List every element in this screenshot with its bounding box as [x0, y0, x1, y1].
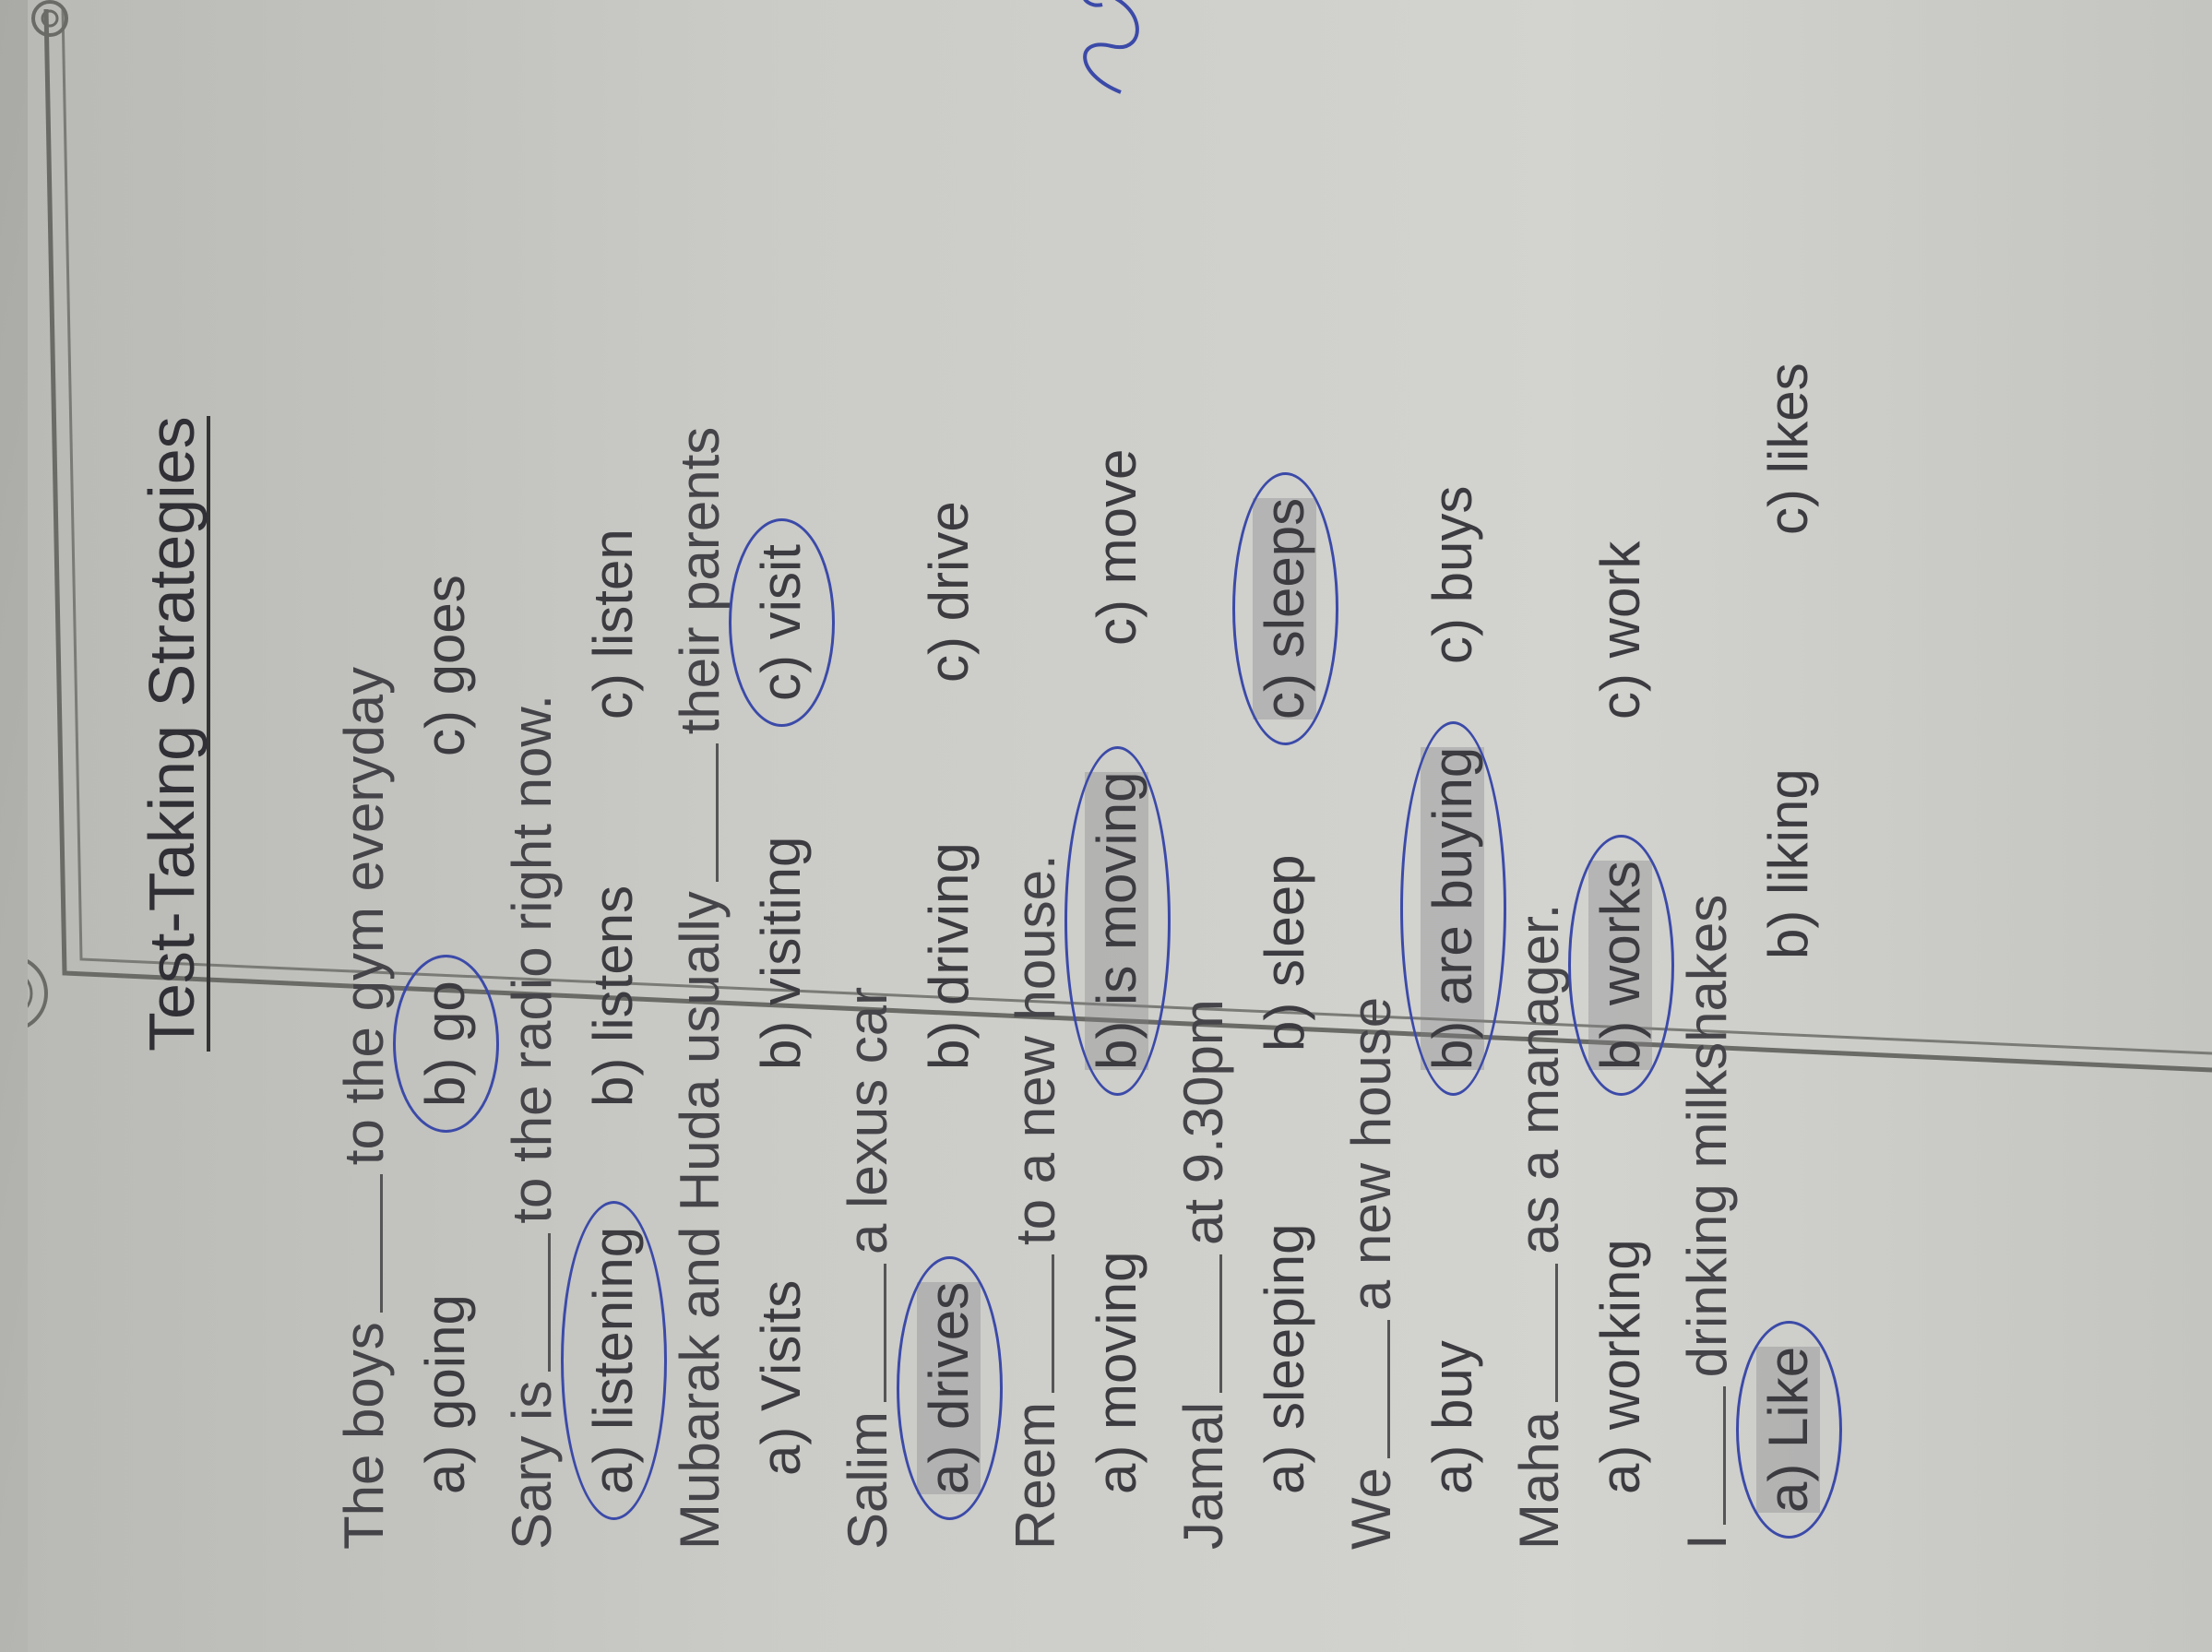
option-b[interactable]: b) works [1588, 861, 1652, 1070]
paper-sheet [28, 0, 2212, 1652]
option-a[interactable]: a) sleeping [1254, 1223, 1315, 1494]
answer-blank[interactable] [1219, 1254, 1222, 1393]
question-text-after: a new house [1340, 996, 1402, 1312]
option-a[interactable]: a) listening [582, 1226, 644, 1494]
option-c[interactable]: c) goes [414, 575, 476, 756]
question-text-after: their parents [669, 426, 731, 735]
question-6: Jamal at 9.30pm [1171, 999, 1235, 1550]
question-text-after: as a manager. [1508, 903, 1570, 1254]
question-text-after: drinking milkshakes [1676, 894, 1738, 1378]
question-4: Salim a lexus car [836, 987, 899, 1550]
option-a[interactable]: a) going [414, 1294, 476, 1494]
question-text-before: Salim [837, 1410, 898, 1550]
answer-blank[interactable] [884, 1263, 886, 1402]
question-text-after: at 9.30pm [1172, 999, 1234, 1245]
option-b[interactable]: b) liking [1757, 768, 1819, 959]
corner-ornament-top [31, 0, 68, 37]
pen-scribble-icon [1081, 0, 1139, 94]
question-1: The boys to the gym everyday [332, 667, 396, 1550]
answer-blank[interactable] [1387, 1320, 1390, 1459]
question-text-before: Maha [1508, 1410, 1570, 1550]
option-c[interactable]: c) move [1086, 448, 1148, 646]
option-c[interactable]: c) sleeps [1253, 497, 1316, 719]
answer-blank[interactable] [1723, 1386, 1726, 1526]
question-9: Idrinking milkshakes [1675, 895, 1739, 1550]
question-text-after: to a new house. [1005, 854, 1066, 1245]
question-text-before: Sary is [501, 1380, 563, 1550]
option-a[interactable]: a) moving [1086, 1251, 1148, 1494]
question-text-after: a lexus car [837, 986, 898, 1254]
option-b[interactable]: b) sleep [1254, 854, 1315, 1052]
question-8: Maha as a manager. [1507, 904, 1571, 1550]
question-text-after: to the radio right now. [501, 694, 563, 1224]
option-b[interactable]: b) driving [918, 842, 980, 1070]
question-3: Mubarak and Huda usually their parents [668, 427, 731, 1550]
question-text-before: We [1340, 1468, 1402, 1550]
question-text-before: Reem [1005, 1401, 1066, 1550]
answer-blank[interactable] [1052, 1254, 1054, 1393]
corner-ornament-bottom [28, 959, 48, 1028]
question-text-before: The boys [333, 1322, 395, 1550]
question-text-before: Jamal [1172, 1401, 1234, 1550]
question-text-before: I [1676, 1534, 1738, 1550]
answer-blank[interactable] [380, 1174, 383, 1313]
option-a[interactable]: a) drives [917, 1281, 981, 1494]
question-text-after: to the gym everyday [333, 666, 395, 1166]
option-b[interactable]: b) are buying [1421, 746, 1484, 1070]
option-b[interactable]: b) is moving [1085, 771, 1148, 1070]
option-b[interactable]: b) visiting [750, 836, 812, 1070]
option-c[interactable]: c) work [1589, 541, 1651, 719]
worksheet: Test-Taking Strategies The boys to the gy… [136, 0, 2168, 1568]
worksheet-title: Test-Taking Strategies [136, 416, 210, 1052]
option-a[interactable]: a) working [1589, 1239, 1651, 1494]
answer-blank[interactable] [1555, 1263, 1558, 1402]
answer-blank[interactable] [548, 1232, 551, 1372]
option-a[interactable]: a) Visits [750, 1279, 812, 1476]
option-c[interactable]: c) listen [582, 529, 644, 719]
option-c[interactable]: c) likes [1757, 362, 1819, 535]
option-a[interactable]: a) buy [1421, 1340, 1483, 1494]
answer-blank[interactable] [716, 743, 719, 883]
question-text-before: Mubarak and Huda usually [669, 891, 731, 1550]
border-frame [28, 0, 2212, 1073]
option-c[interactable]: c) buys [1421, 485, 1483, 664]
option-c[interactable]: c) visit [750, 544, 812, 701]
option-a[interactable]: a) Like [1756, 1346, 1820, 1513]
question-7: We a new house [1339, 997, 1403, 1550]
option-b[interactable]: b) go [414, 981, 476, 1107]
question-2: Sary is to the radio right now. [500, 695, 564, 1550]
option-b[interactable]: b) listens [582, 885, 644, 1107]
question-5: Reem to a new house. [1004, 854, 1067, 1550]
option-c[interactable]: c) drive [918, 501, 980, 683]
